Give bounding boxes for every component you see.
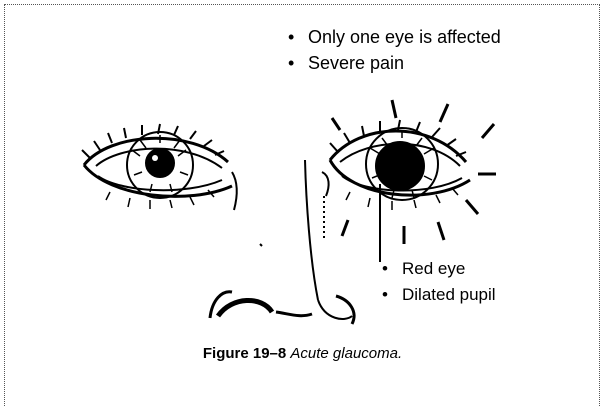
figure-label: Figure 19–8 xyxy=(203,345,286,362)
symptom-list-top: •Only one eye is affected •Severe pain xyxy=(288,24,501,76)
bullet-icon: • xyxy=(382,282,402,308)
list-item: •Red eye xyxy=(382,256,496,282)
figure-caption: Figure 19–8 Acute glaucoma. xyxy=(0,345,605,362)
list-item: •Dilated pupil xyxy=(382,282,496,308)
bullet-icon: • xyxy=(288,24,308,50)
bullet-icon: • xyxy=(382,256,402,282)
list-item: •Severe pain xyxy=(288,50,501,76)
left-eye xyxy=(82,124,237,210)
figure-title: Acute glaucoma. xyxy=(290,345,402,362)
bullet-icon: • xyxy=(288,50,308,76)
nose xyxy=(210,160,354,324)
symptom-list-bottom: •Red eye •Dilated pupil xyxy=(382,256,496,308)
right-eye xyxy=(330,100,496,262)
list-item: •Only one eye is affected xyxy=(288,24,501,50)
